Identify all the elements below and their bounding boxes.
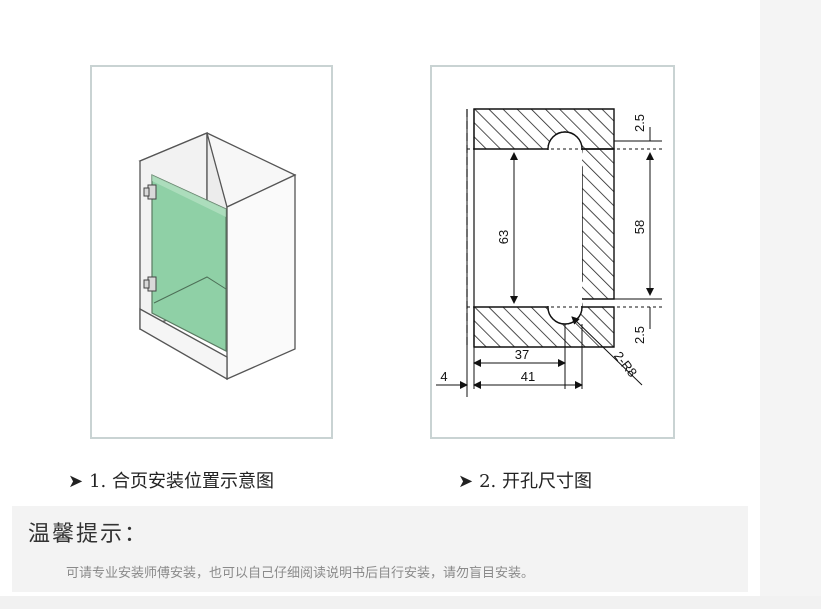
- hinge-position-diagram: [90, 65, 333, 439]
- bottom-margin-strip: [0, 596, 821, 609]
- bottom-hatch-block: [473, 306, 615, 348]
- dimension-offset: 4: [440, 369, 447, 384]
- right-margin-strip: [760, 0, 821, 609]
- dimension-63: 63: [496, 230, 511, 244]
- warm-tips-box: 温馨提示： 可请专业安装师傅安装，也可以自己仔细阅读说明书后自行安装，请勿盲目安…: [12, 506, 748, 592]
- dimension-37: 37: [515, 347, 529, 362]
- arrow-right-icon: ➤: [68, 471, 84, 492]
- hinge-icon: [143, 184, 157, 292]
- tips-text: 可请专业安装师傅安装，也可以自己仔细阅读说明书后自行安装，请勿盲目安装。: [66, 566, 535, 581]
- dimension-bottom-gap: 2.5: [632, 326, 647, 344]
- diagram-2-caption-text: 2. 开孔尺寸图: [479, 471, 592, 492]
- diagram-1-caption-text: 1. 合页安装位置示意图: [89, 471, 274, 492]
- diagram-2-caption: ➤2. 开孔尺寸图: [458, 467, 592, 493]
- dimension-top-gap: 2.5: [632, 114, 647, 132]
- dimension-radius: 2-R8: [611, 349, 640, 380]
- tips-title: 温馨提示：: [28, 522, 149, 547]
- right-hatch-wall: [578, 148, 615, 300]
- dimension-41: 41: [521, 369, 535, 384]
- diagram-1-caption: ➤1. 合页安装位置示意图: [68, 467, 274, 493]
- hole-size-diagram: 63 58 2.5 2.5 37 41 4 2-R8: [430, 65, 675, 439]
- top-hatch-block: [473, 108, 615, 150]
- arrow-right-icon: ➤: [458, 471, 474, 492]
- cabinet-illustration: [138, 132, 297, 381]
- hole-dimension-drawing: 63 58 2.5 2.5 37 41 4 2-R8: [436, 108, 662, 397]
- dimension-58: 58: [632, 220, 647, 234]
